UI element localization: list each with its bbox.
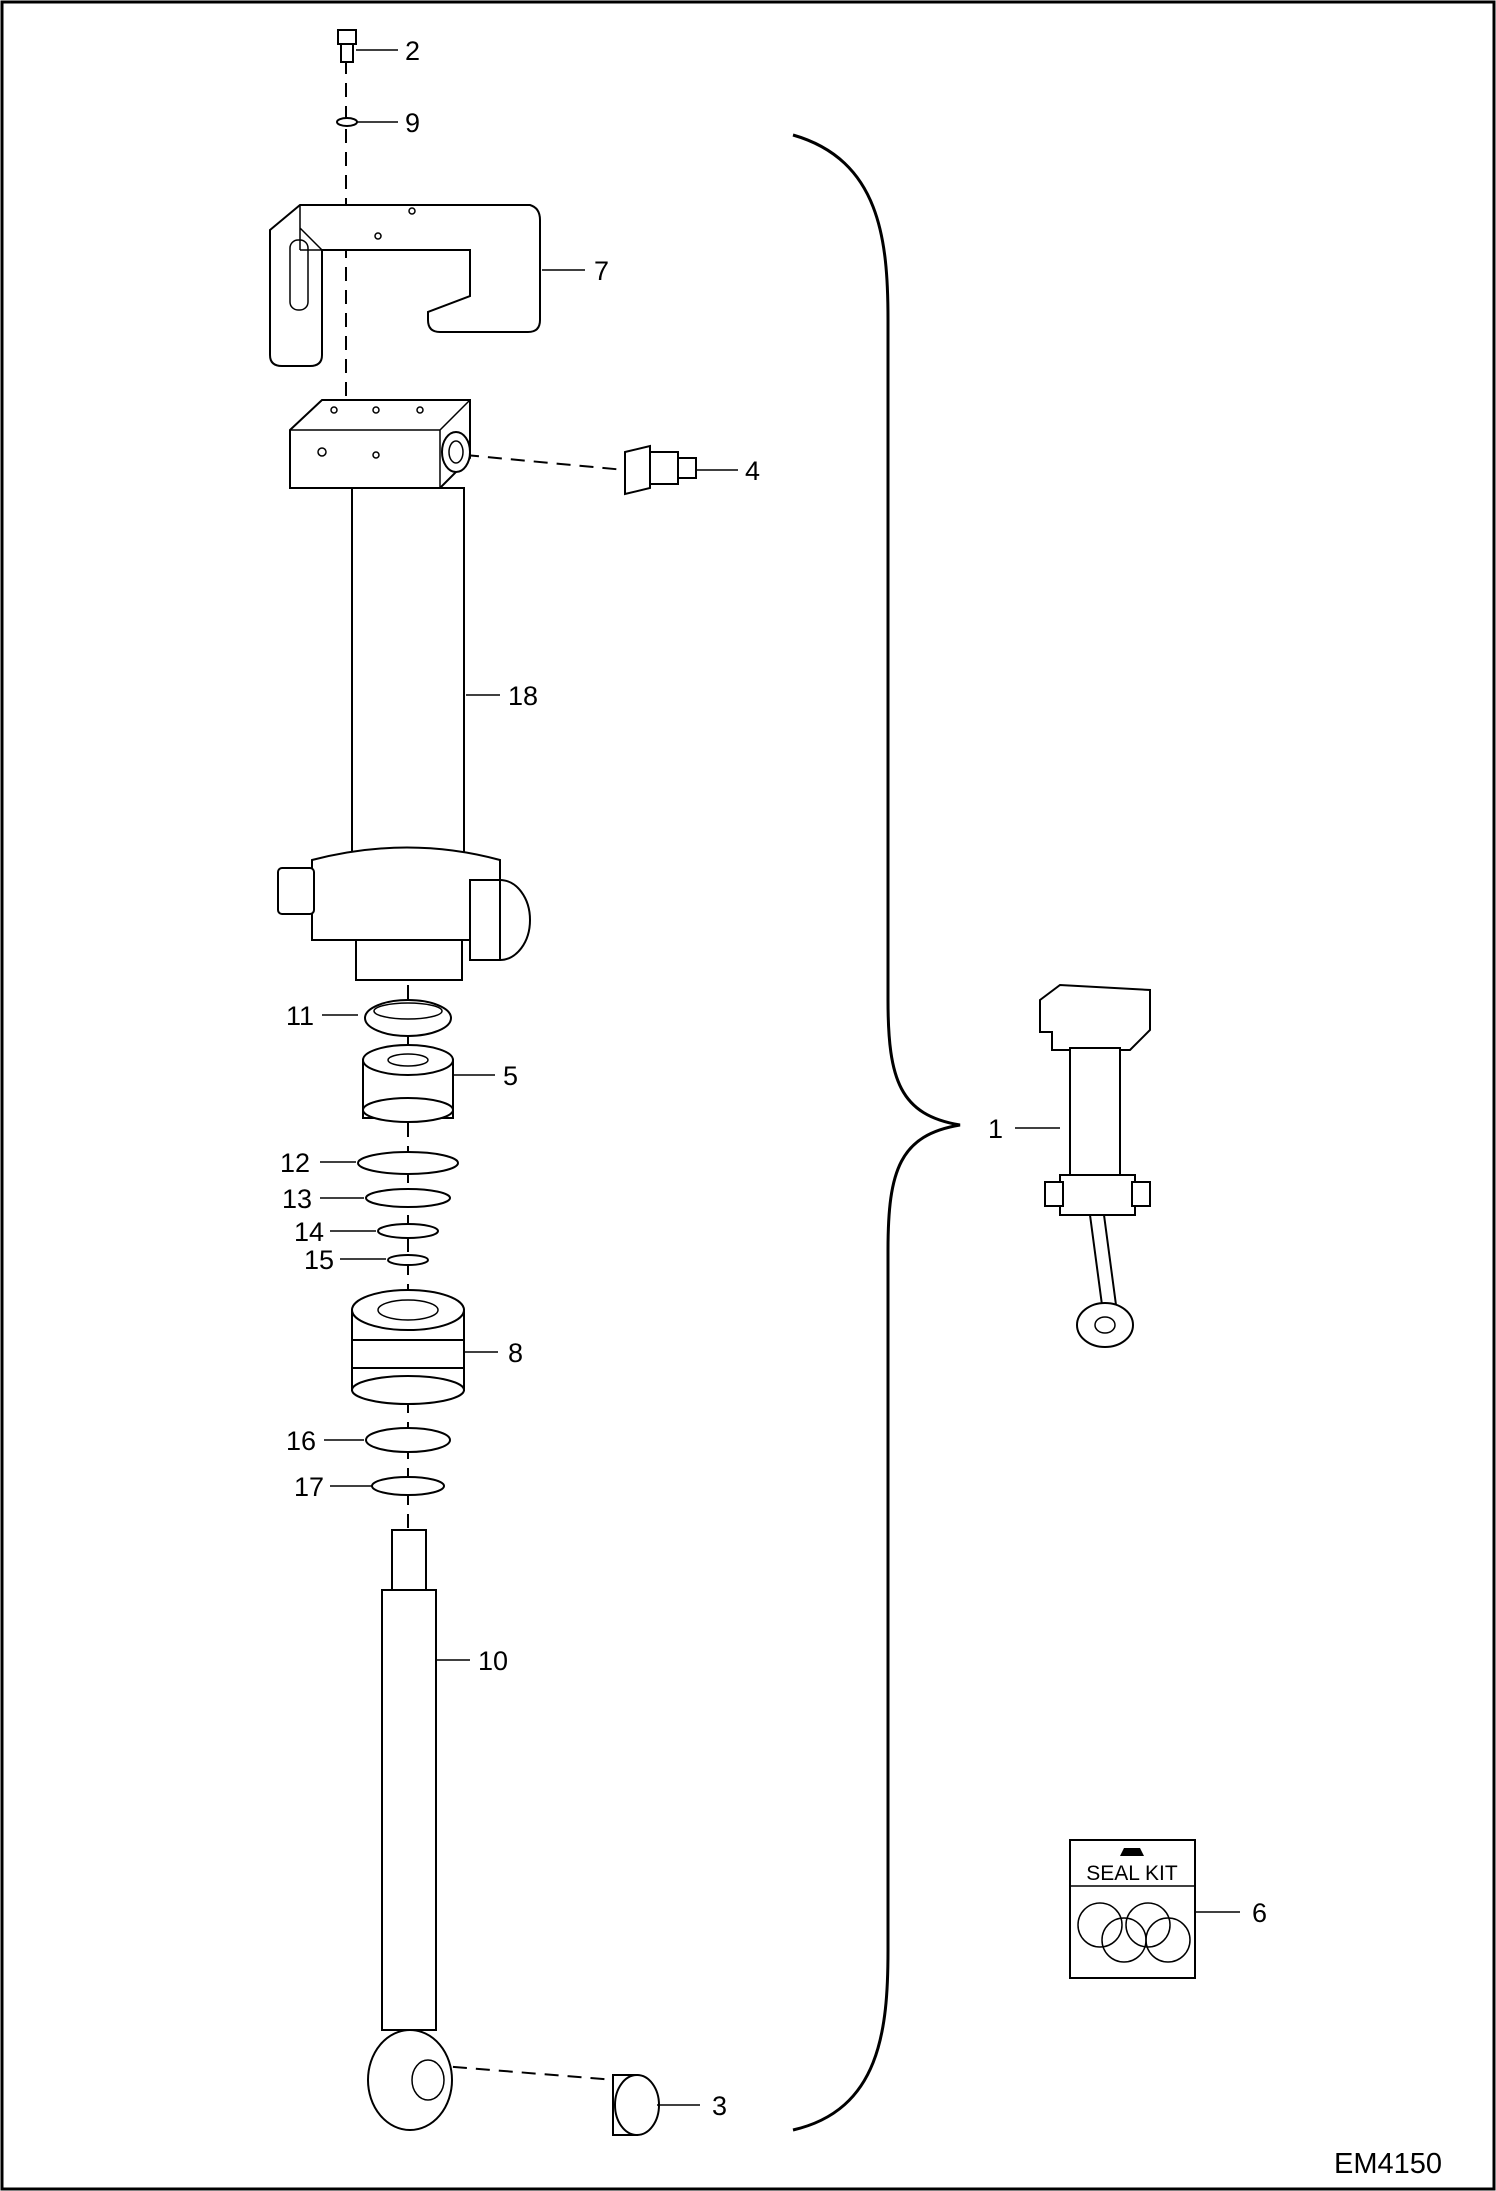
o-ring-12-part [357,1151,459,1175]
piston-part [351,1289,465,1405]
callout-16: 16 [286,1426,316,1456]
callout-labels: 2 9 7 4 18 11 5 12 13 14 15 8 16 17 10 3… [280,36,1267,2121]
callout-2: 2 [405,36,420,66]
seal-kit-label: SEAL KIT [1086,1862,1178,1885]
callout-11: 11 [286,1001,314,1031]
callout-7: 7 [594,256,609,286]
gland-part [362,1044,454,1123]
callout-1: 1 [988,1114,1003,1144]
o-ring-14-part [377,1223,439,1239]
leader-lines [320,49,1240,2106]
callout-13: 13 [282,1184,312,1214]
washer-part [336,117,358,127]
callout-5: 5 [503,1061,518,1091]
o-ring-15-part [387,1254,429,1266]
callout-4: 4 [745,456,760,486]
callout-15: 15 [304,1245,334,1275]
bushing-part [612,2074,660,2136]
backup-ring-part [365,1427,451,1453]
o-ring-13-part [365,1188,451,1208]
bolt-part [337,29,357,63]
cylinder-barrel-part [277,399,531,981]
rod-part [367,1529,453,2131]
callout-18: 18 [508,681,538,711]
callout-14: 14 [294,1217,324,1247]
fitting-part [624,444,697,496]
callout-17: 17 [294,1472,324,1502]
mounting-bracket-part [269,204,541,367]
callout-10: 10 [478,1646,508,1676]
callout-12: 12 [280,1148,310,1178]
seal-kit-part: SEAL KIT [1069,1839,1196,1979]
assembly-brace [792,133,961,2132]
o-ring-17-part [371,1476,445,1496]
assembled-cylinder-part [1039,983,1151,1348]
callout-6: 6 [1252,1898,1267,1928]
wiper-seal-part [364,999,452,1037]
callout-9: 9 [405,108,420,138]
callout-3: 3 [712,2091,727,2121]
callout-8: 8 [508,1338,523,1368]
drawing-code: EM4150 [1334,2148,1442,2180]
